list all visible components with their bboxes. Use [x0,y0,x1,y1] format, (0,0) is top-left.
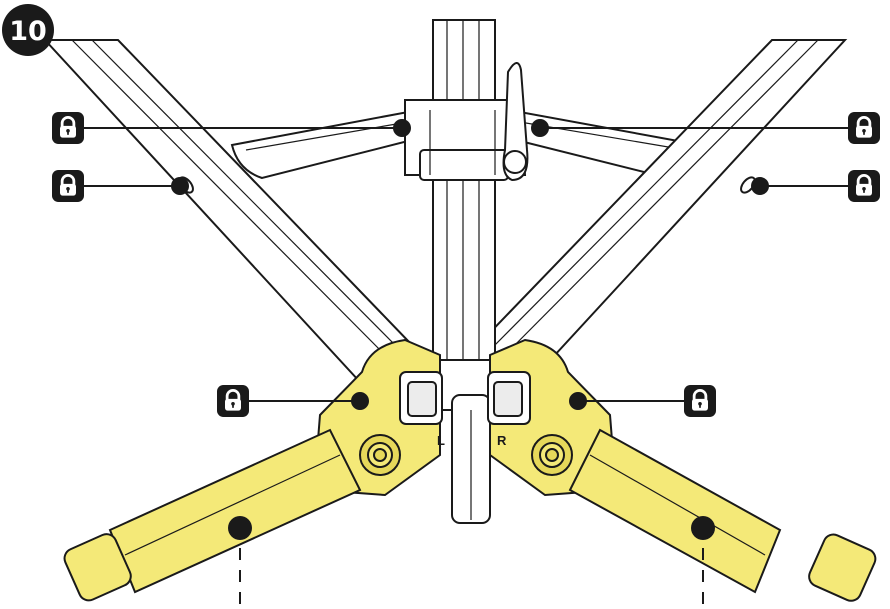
lock-icon [684,385,716,417]
step-number: 10 [9,16,47,47]
callout-leaders [84,119,848,410]
hinge-left [316,338,443,497]
foot-right [568,428,877,602]
lock-icon [848,170,880,202]
lock-icon [52,112,84,144]
lock-icon [52,170,84,202]
leg-left [42,39,414,384]
step-badge: 10 [2,4,54,56]
upper-brace-left [230,110,414,180]
foot-marker-left [228,516,252,609]
foot-left [63,428,362,602]
right-side-letter: R [497,433,507,448]
center-column [404,19,529,524]
hinge-right [487,338,614,497]
leg-right [476,39,848,384]
left-side-letter: L [437,433,445,448]
lock-icon [217,385,249,417]
foot-marker-right [691,516,715,609]
lock-icon [848,112,880,144]
